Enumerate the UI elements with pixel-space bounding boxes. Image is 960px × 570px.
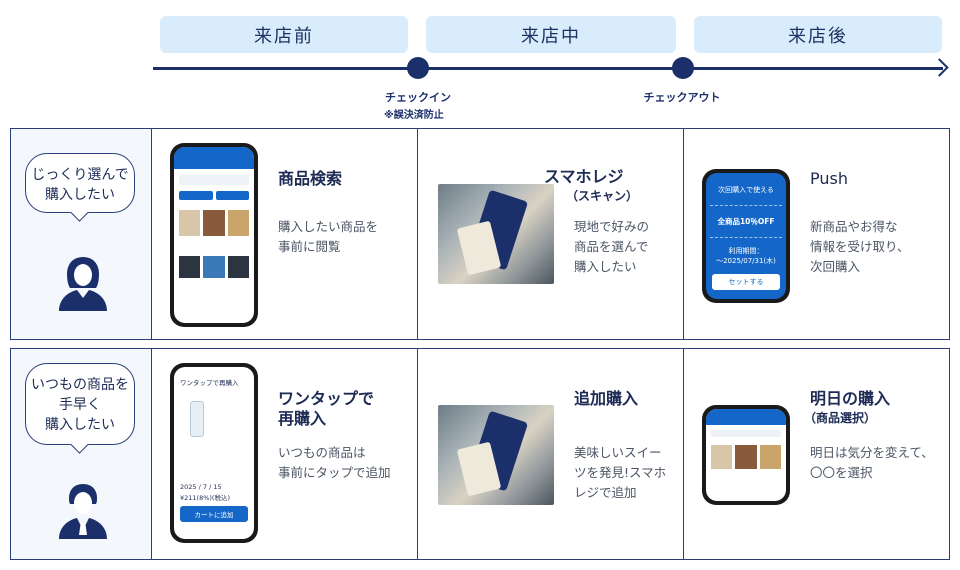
cell-desc: 購入したい商品を 事前に閲覧 xyxy=(278,217,416,257)
persona-2-line2: 手早く xyxy=(59,397,101,413)
cell-subtitle: （スキャン） xyxy=(566,189,639,203)
onetap-header: ワンタップで再購入 xyxy=(180,379,239,387)
phase-after: 来店後 xyxy=(694,16,942,53)
cell-desc: 新商品やお得な 情報を受け取り、 次回購入 xyxy=(810,217,948,277)
checkout-label: チェックアウト xyxy=(643,91,721,104)
phase-during: 来店中 xyxy=(426,16,676,53)
persona-2-line1: いつもの商品を xyxy=(31,377,129,393)
persona-1-line1: じっくり選んで xyxy=(31,167,129,183)
desc-line: いつもの商品は xyxy=(278,445,366,460)
push-header: 次回購入で使える xyxy=(718,186,774,194)
phone-push: 次回購入で使える 全商品10％OFF 利用期間： ～2025/07/31(木) … xyxy=(702,169,790,303)
desc-line: 購入したい xyxy=(574,259,637,274)
scenario-row-1: じっくり選んで 購入したい xyxy=(10,128,950,340)
onetap-add-cart-button[interactable]: カートに追加 xyxy=(180,506,248,522)
push-offer: 全商品10％OFF xyxy=(717,217,775,226)
cell-one-tap-reorder: ワンタップで再購入 2025 / 7 / 15 ¥211(8%)(税込) カート… xyxy=(152,349,418,559)
cell-desc: いつもの商品は 事前にタップで追加 xyxy=(278,443,418,483)
cell-title: 追加購入 xyxy=(574,389,639,408)
phone-tomorrow xyxy=(702,405,790,505)
persona-1: じっくり選んで 購入したい xyxy=(11,129,152,339)
cell-subtitle: （商品選択） xyxy=(804,411,877,425)
desc-line: 商品を選んで xyxy=(574,239,649,254)
phone-onetap: ワンタップで再購入 2025 / 7 / 15 ¥211(8%)(税込) カート… xyxy=(170,363,258,543)
desc-line: 〇〇を選択 xyxy=(810,465,873,480)
desc-line: ツを発見!スマホ xyxy=(574,465,667,480)
persona-2: いつもの商品を 手早く 購入したい xyxy=(11,349,152,559)
push-period-label: 利用期間： xyxy=(728,247,764,255)
cell-title: 明日の購入 xyxy=(810,389,891,408)
timeline-axis xyxy=(153,67,943,70)
desc-line: レジで追加 xyxy=(574,485,637,500)
phone-search xyxy=(170,143,258,327)
desc-line: 新商品やお得な xyxy=(810,219,898,234)
woman-icon xyxy=(59,257,107,311)
push-period: ～2025/07/31(木) xyxy=(716,257,776,265)
phase-before: 来店前 xyxy=(160,16,408,53)
photo-scan xyxy=(438,184,554,284)
photo-scan-2 xyxy=(438,405,554,505)
cell-title: ワンタップで xyxy=(278,389,375,408)
desc-line: 情報を受け取り、 xyxy=(810,239,910,254)
persona-1-line2: 購入したい xyxy=(45,187,115,203)
desc-line: 事前に閲覧 xyxy=(278,239,341,254)
persona-1-bubble: じっくり選んで 購入したい xyxy=(25,153,135,213)
desc-line: 事前にタップで追加 xyxy=(278,465,391,480)
cell-push: 次回購入で使える 全商品10％OFF 利用期間： ～2025/07/31(木) … xyxy=(684,129,949,339)
cell-title: Push xyxy=(810,169,848,188)
timeline-arrow-icon xyxy=(930,58,949,77)
cell-tomorrow-purchase: 明日の購入 （商品選択） 明日は気分を変えて、 〇〇を選択 xyxy=(684,349,949,559)
water-bottle-icon xyxy=(190,401,204,437)
cell-title: スマホレジ xyxy=(544,167,624,186)
screen-onetap: ワンタップで再購入 2025 / 7 / 15 ¥211(8%)(税込) カート… xyxy=(174,367,254,539)
scenario-row-2: いつもの商品を 手早く 購入したい ワンタップで再購入 2025 / 7 / 1… xyxy=(10,348,950,560)
desc-line: 現地で好みの xyxy=(574,219,650,234)
desc-line: 次回購入 xyxy=(810,259,861,274)
persona-2-line3: 購入したい xyxy=(45,417,115,433)
desc-line: 購入したい商品を xyxy=(278,219,379,234)
cell-title-2: 再購入 xyxy=(278,409,327,428)
cell-additional-purchase: 追加購入 美味しいスイー ツを発見!スマホ レジで追加 xyxy=(418,349,684,559)
cell-desc: 現地で好みの 商品を選んで 購入したい xyxy=(574,217,712,277)
desc-line: 美味しいスイー xyxy=(574,445,662,460)
cell-product-search: 商品検索 購入したい商品を 事前に閲覧 xyxy=(152,129,418,339)
cell-title: 商品検索 xyxy=(278,169,343,188)
persona-2-bubble: いつもの商品を 手早く 購入したい xyxy=(25,363,135,445)
screen-search xyxy=(174,147,254,323)
checkin-note: ※誤決済防止 xyxy=(384,110,444,121)
checkin-label: チェックイン xyxy=(385,91,451,104)
cell-smartphone-register: スマホレジ （スキャン） 現地で好みの 商品を選んで 購入したい xyxy=(418,129,684,339)
checkout-marker xyxy=(672,57,694,79)
cell-desc: 美味しいスイー ツを発見!スマホ レジで追加 xyxy=(574,443,678,503)
desc-line: 明日は気分を変えて、 xyxy=(810,445,934,460)
push-set-button[interactable]: セットする xyxy=(712,274,780,290)
screen-push: 次回購入で使える 全商品10％OFF 利用期間： ～2025/07/31(木) … xyxy=(706,173,786,299)
cell-desc: 明日は気分を変えて、 〇〇を選択 xyxy=(810,443,950,483)
man-icon xyxy=(59,484,107,539)
screen-tomorrow xyxy=(706,409,786,501)
onetap-date: 2025 / 7 / 15 xyxy=(180,483,222,491)
checkin-marker xyxy=(407,57,429,79)
onetap-item: ¥211(8%)(税込) xyxy=(180,494,230,502)
